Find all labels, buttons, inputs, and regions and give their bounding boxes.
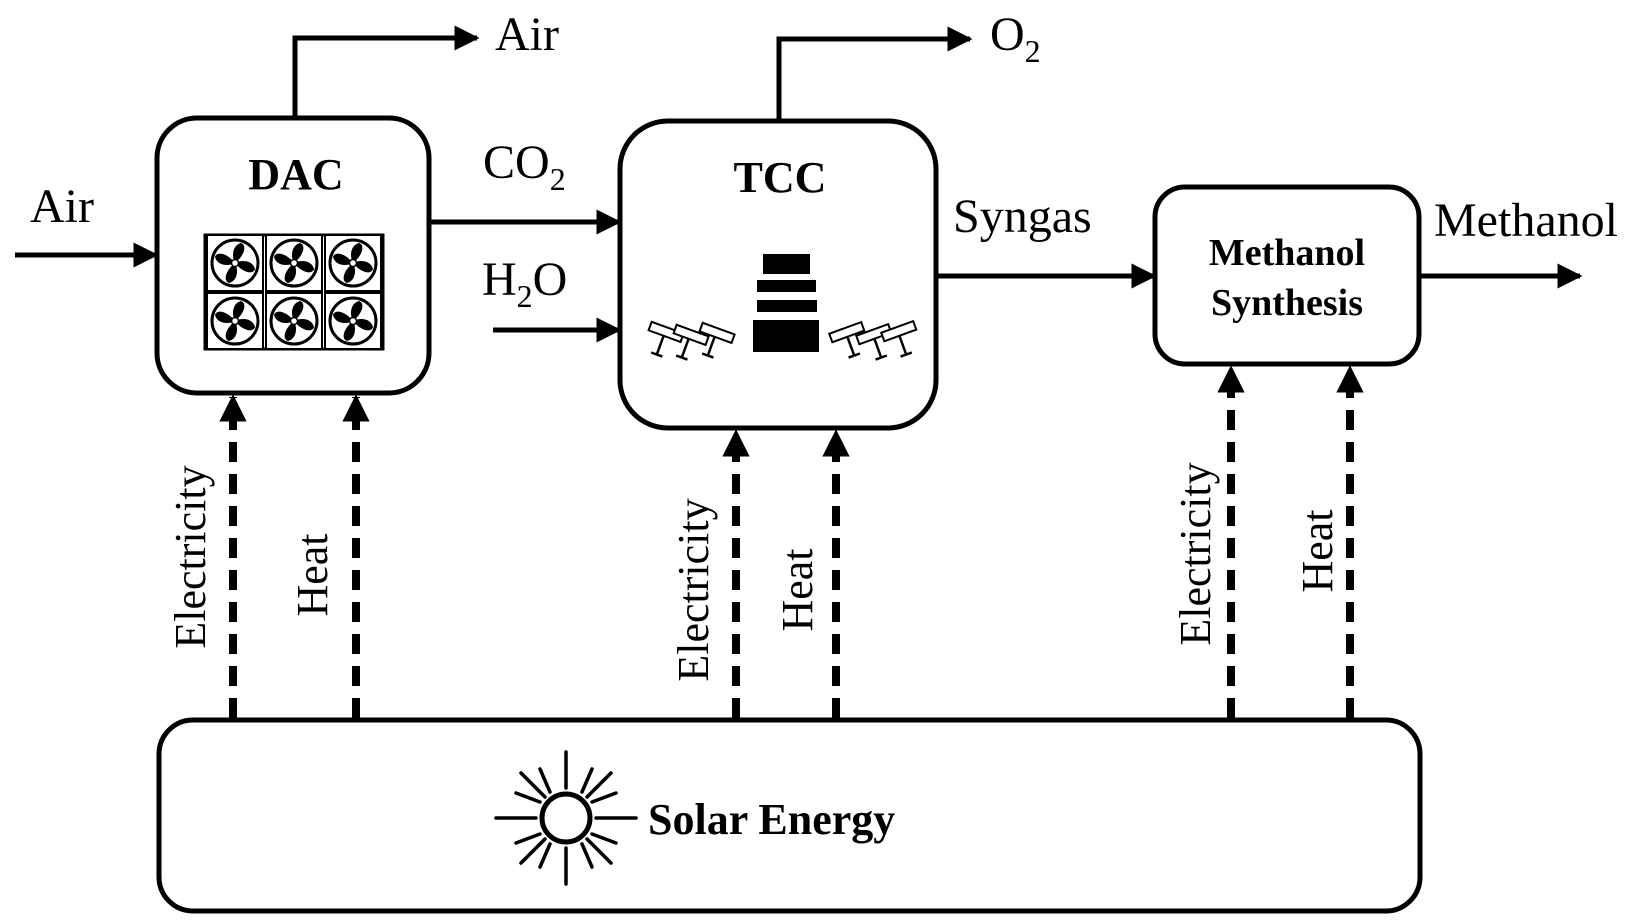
ms-heat-label: Heat [1293, 509, 1342, 592]
tcc-title: TCC [734, 153, 827, 202]
solar-energy-box [156, 717, 1423, 914]
sun-icon [494, 750, 638, 886]
fan-icon [323, 233, 383, 293]
fan-icon [205, 291, 265, 351]
tcc-heat-label: Heat [773, 548, 822, 631]
fan-icon [264, 233, 324, 293]
co2-label: CO2 [483, 136, 566, 197]
dac-electricity-label: Electricity [166, 465, 215, 648]
air-inlet-label: Air [30, 180, 94, 233]
air-outlet-label: Air [495, 8, 559, 61]
methanol-synthesis-title-line1: Methanol [1209, 232, 1365, 274]
o2-outlet-arrow [776, 26, 973, 119]
fan-icon [323, 291, 383, 351]
ms-electricity-label: Electricity [1171, 462, 1220, 645]
o2-label: O2 [990, 8, 1041, 69]
air-outlet-arrow [292, 25, 480, 116]
syngas-label: Syngas [953, 190, 1092, 243]
fan-icon [264, 291, 324, 351]
methanol-synthesis-title-line2: Synthesis [1211, 282, 1363, 324]
tcc-electricity-label: Electricity [669, 498, 718, 681]
methanol-label: Methanol [1434, 194, 1618, 247]
dac-heat-label: Heat [288, 533, 337, 616]
tcc-box [617, 118, 939, 431]
dac-title: DAC [248, 150, 343, 199]
solar-tower-icon [753, 254, 819, 352]
fan-icon [205, 233, 265, 293]
dac-fan-array [203, 233, 385, 351]
methanol-synthesis-box [1152, 184, 1422, 367]
h2o-label: H2O [482, 253, 567, 314]
solar-energy-label: Solar Energy [648, 795, 895, 844]
